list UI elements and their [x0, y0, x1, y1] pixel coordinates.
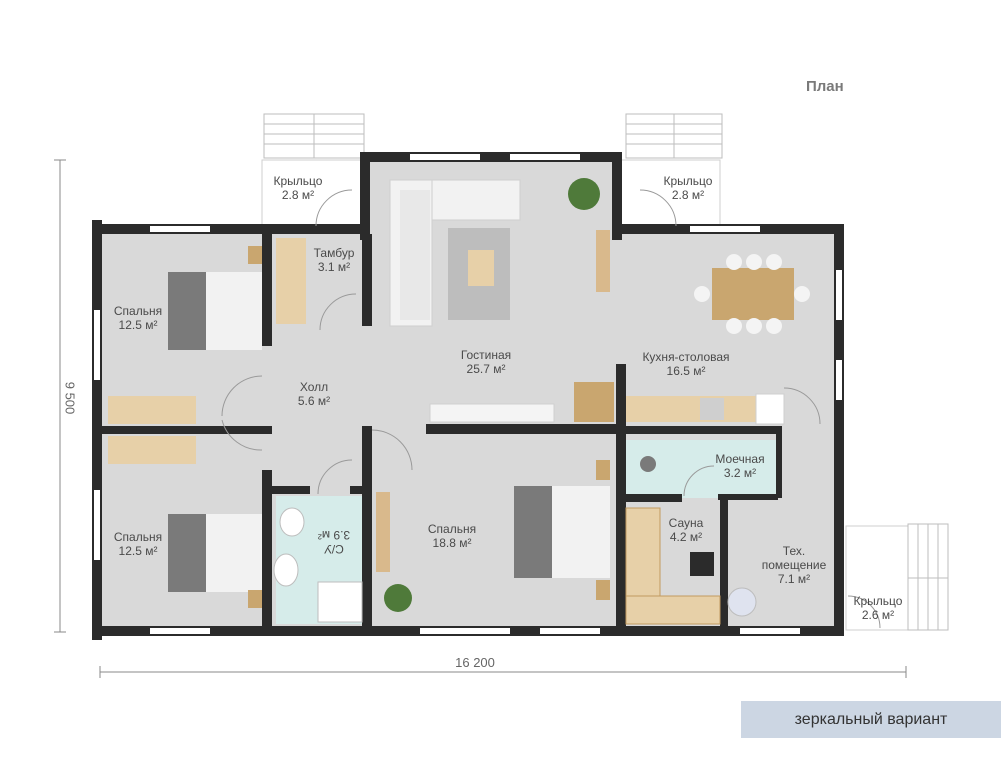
sauna-bench: [625, 507, 721, 625]
nightstand: [596, 460, 610, 480]
washroom-drain-icon: [640, 456, 656, 472]
stove-icon: [690, 552, 714, 576]
sofa-icon: [389, 179, 521, 327]
mirror-variant-badge: зеркальный вариант: [741, 701, 1001, 738]
plant-icon: [568, 178, 600, 210]
plant-icon: [384, 584, 412, 612]
sink-icon: [273, 553, 299, 587]
nightstand: [248, 246, 262, 264]
steps-bottom-right: [907, 523, 949, 631]
nightstand: [248, 590, 262, 608]
bookshelf: [429, 403, 555, 423]
wardrobe-icon: [108, 436, 196, 464]
tv-stand: [596, 230, 610, 292]
floor-porch-br: [845, 525, 909, 631]
bed-icon: [514, 486, 610, 578]
nightstand: [596, 580, 610, 600]
walls: [92, 152, 844, 640]
fireplace-icon: [574, 382, 614, 422]
plan-title: План: [806, 78, 844, 95]
dining-table-icon: [694, 254, 810, 334]
dimension-width: 16 200: [455, 655, 495, 670]
door-swings: [221, 189, 881, 629]
toilet-icon: [279, 507, 305, 537]
steps-left: [263, 113, 365, 159]
shower-icon: [317, 581, 363, 623]
steps-right: [625, 113, 723, 159]
stove-icon: [700, 398, 724, 420]
tv-stand: [376, 492, 390, 572]
dimension-height: 9 500: [62, 381, 78, 415]
wardrobe-icon: [108, 396, 196, 424]
fridge-icon: [755, 393, 785, 425]
coffee-table: [468, 250, 494, 286]
wardrobe-icon: [276, 238, 306, 324]
bed-icon: [168, 514, 262, 592]
boiler-icon: [727, 587, 757, 617]
bed-icon: [168, 272, 262, 350]
dimension-lines: [54, 159, 907, 678]
